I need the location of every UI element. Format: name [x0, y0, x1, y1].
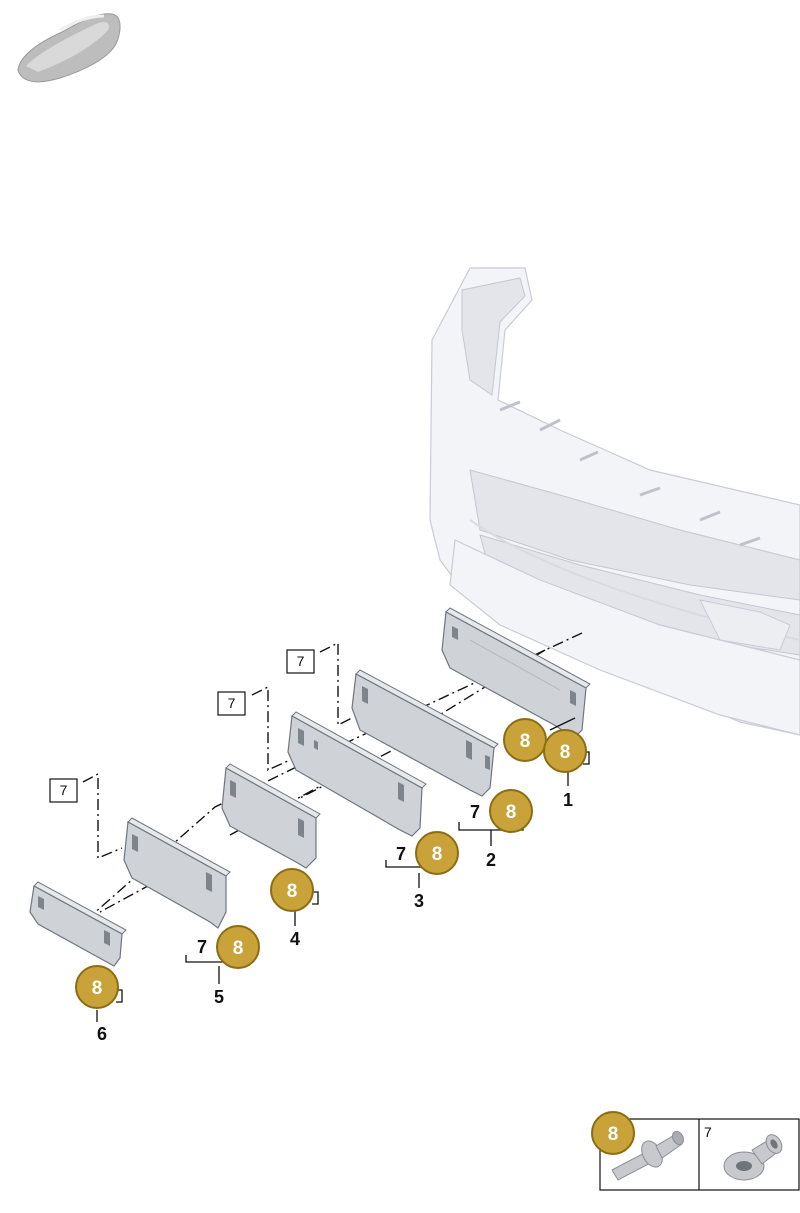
- svg-text:8: 8: [92, 978, 103, 999]
- part-number-5: 5: [214, 987, 224, 1007]
- part-number-3: 3: [414, 891, 424, 911]
- part-number-2: 2: [486, 850, 496, 870]
- svg-text:7: 7: [228, 695, 236, 711]
- grommet-nut-icon: [723, 1134, 783, 1181]
- svg-text:8: 8: [520, 731, 531, 752]
- svg-text:8: 8: [506, 802, 517, 823]
- svg-text:8: 8: [432, 844, 443, 865]
- license-plate-bracket-2: [351, 669, 499, 797]
- label-7-p2: 7: [470, 802, 480, 822]
- legend-label-7: 7: [704, 1124, 712, 1140]
- badge-8-c: 8: [489, 789, 533, 833]
- badge-8-d: 8: [415, 831, 459, 875]
- front-bumper: [429, 267, 800, 736]
- fastener-legend: 8 7: [591, 1111, 800, 1191]
- part-number-4: 4: [290, 929, 300, 949]
- badge-8-b: 8: [543, 729, 587, 773]
- svg-text:8: 8: [560, 742, 571, 763]
- label-7-p3: 7: [396, 844, 406, 864]
- badge-8-f: 8: [216, 925, 260, 969]
- callout-box-7-a: 7: [286, 649, 315, 674]
- svg-text:8: 8: [608, 1124, 619, 1145]
- car-silhouette-icon: [17, 13, 121, 83]
- badge-8-g: 8: [75, 965, 119, 1009]
- badge-8-a: 8: [503, 718, 547, 762]
- part-number-1: 1: [563, 790, 573, 810]
- part-number-6: 6: [97, 1024, 107, 1044]
- callout-box-7-b: 7: [217, 691, 246, 716]
- license-plate-bracket-3: [287, 711, 427, 837]
- license-plate-bracket-1: [441, 607, 591, 739]
- label-7-p5: 7: [197, 937, 207, 957]
- svg-text:8: 8: [233, 938, 244, 959]
- license-plate-bracket-5: [123, 817, 231, 929]
- callout-box-7-c: 7: [49, 778, 78, 803]
- license-plate-bracket-4: [221, 763, 321, 869]
- badge-8-legend: 8: [591, 1111, 635, 1155]
- svg-text:7: 7: [60, 782, 68, 798]
- svg-text:7: 7: [297, 653, 305, 669]
- badge-8-e: 8: [270, 868, 314, 912]
- push-rivet-icon: [611, 1130, 685, 1181]
- license-plate-bracket-6: [29, 881, 127, 967]
- svg-text:8: 8: [287, 881, 298, 902]
